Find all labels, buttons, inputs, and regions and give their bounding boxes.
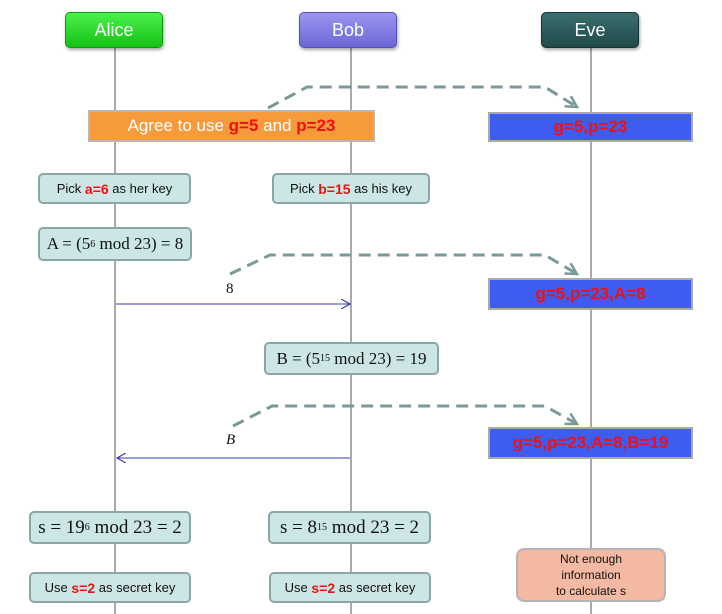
message-label-a-to-b: 8 (226, 281, 234, 297)
actor-alice-label: Alice (94, 19, 134, 40)
eve-known-text-1: g=5,p=23 (553, 117, 628, 136)
alice-pick-box: Pick a=6 as her key (38, 173, 191, 204)
eve-note-line-3: to calculate s (555, 584, 627, 598)
alice-pick-prefix: Pick (56, 181, 85, 196)
agree-g-value: g=5 (228, 116, 259, 135)
bob-use-box: Use s=2 as secret key (269, 572, 431, 603)
alice-pick-suffix: as her key (108, 181, 173, 196)
agree-mid: and (258, 116, 297, 135)
agree-box: Agree to use g=5 and p=23 (88, 110, 375, 142)
alice-pick-value: a=6 (84, 180, 109, 197)
alice-compute-exp: 6 (90, 238, 96, 250)
message-label-b-to-a: B (226, 432, 236, 448)
bob-compute-rhs: mod 23) = 19 (330, 348, 427, 368)
alice-use-value: s=2 (71, 579, 96, 596)
intercept-arrow-1 (267, 85, 577, 110)
eve-known-box-1: g=5,p=23 (488, 112, 693, 142)
alice-compute-rhs: mod 23) = 8 (95, 234, 184, 253)
bob-pick-box: Pick b=15 as his key (272, 173, 430, 204)
bob-use-suffix: as secret key (335, 580, 416, 595)
alice-secret-lhs: s = 19 (38, 516, 85, 538)
alice-use-prefix: Use (44, 580, 72, 595)
eve-note-box: Not enough information to calculate s (516, 548, 666, 602)
eve-known-box-3: g=5,p=23,A=8,B=19 (488, 427, 693, 459)
eve-note-line-2: information (561, 568, 621, 582)
bob-use-value: s=2 (311, 579, 336, 596)
eve-known-text-3: g=5,p=23,A=8,B=19 (512, 433, 669, 452)
alice-secret-rhs: mod 23 = 2 (89, 516, 182, 538)
actor-bob-label: Bob (331, 19, 365, 40)
intercept-arrow-3 (232, 404, 577, 428)
bob-pick-value: b=15 (318, 180, 351, 197)
actor-eve-label: Eve (574, 19, 606, 40)
bob-compute-lhs: B = (5 (276, 348, 321, 368)
agree-prefix: Agree to use (127, 116, 229, 135)
actor-alice: Alice (65, 12, 163, 48)
agree-p-value: p=23 (296, 116, 336, 135)
bob-pick-prefix: Pick (290, 181, 319, 196)
bob-compute-exp: 15 (320, 353, 331, 364)
alice-use-box: Use s=2 as secret key (29, 572, 191, 603)
bob-secret-lhs: s = 8 (279, 516, 318, 538)
bob-secret-exp: 15 (317, 522, 328, 533)
alice-use-suffix: as secret key (95, 580, 176, 595)
bob-secret-rhs: mod 23 = 2 (327, 516, 420, 538)
eve-known-text-2: g=5,p=23,A=8 (535, 284, 646, 303)
bob-pick-suffix: as his key (350, 181, 412, 196)
eve-note-line-1: Not enough (559, 552, 623, 566)
alice-secret-exp: 6 (84, 522, 90, 533)
intercept-arrow-2 (229, 253, 577, 276)
bob-use-prefix: Use (284, 580, 312, 595)
eve-known-box-2: g=5,p=23,A=8 (488, 278, 693, 310)
actor-eve: Eve (541, 12, 639, 48)
alice-compute-lhs: A = (5 (46, 234, 91, 253)
actor-bob: Bob (299, 12, 397, 48)
